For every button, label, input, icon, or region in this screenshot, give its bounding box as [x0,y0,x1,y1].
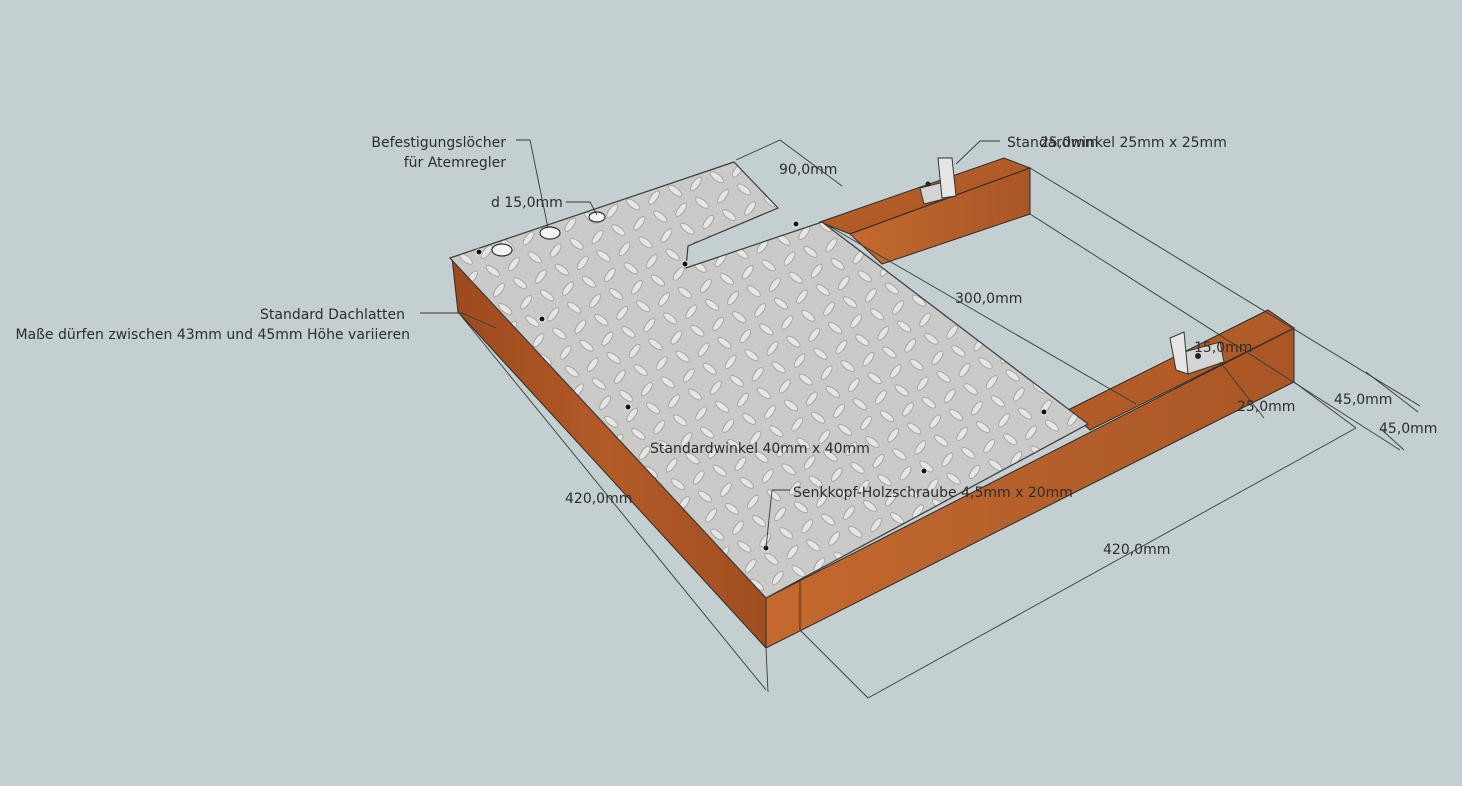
mounting-hole [588,211,606,223]
label-dim-45-b: 45,0mm [1379,421,1437,437]
label-screw: Senkkopf-Holzschraube 4,5mm x 20mm [793,485,1073,501]
mounting-hole [491,243,513,257]
label-dim-25: 25,0mm [1237,399,1295,415]
label-dim-cutout: 90,0mm [779,162,837,178]
mounting-hole [539,226,561,240]
checker-plate [448,161,1090,599]
label-bracket-small: Standardwinkel 25mm x 25mm [1007,135,1227,151]
label-dim-15: 15,0mm [1194,340,1252,356]
label-dim-left: 420,0mm [565,491,632,507]
label-battens-line1: Standard Dachlatten [260,307,405,323]
dimension-lines [420,139,1421,699]
label-battens-line2: Maße dürfen zwischen 43mm und 45mm Höhe … [15,327,410,343]
angle-bracket-small [919,157,957,205]
label-bracket-small-overlap: 25,0mm [1040,135,1098,151]
label-holes-line2: für Atemregler [404,155,507,171]
label-hole-diameter: d 15,0mm [491,195,563,211]
label-dim-45-a: 45,0mm [1334,392,1392,408]
screws [475,220,1048,552]
label-dim-bottom: 420,0mm [1103,542,1170,558]
label-holes-line1: Befestigungslöcher [371,135,506,151]
label-bracket-large: Standardwinkel 40mm x 40mm [650,441,870,457]
angle-bracket-large [1169,331,1225,375]
label-dim-inner: 300,0mm [955,291,1022,307]
annotations: Befestigungslöcher für Atemregler d 15,0… [15,135,1437,558]
